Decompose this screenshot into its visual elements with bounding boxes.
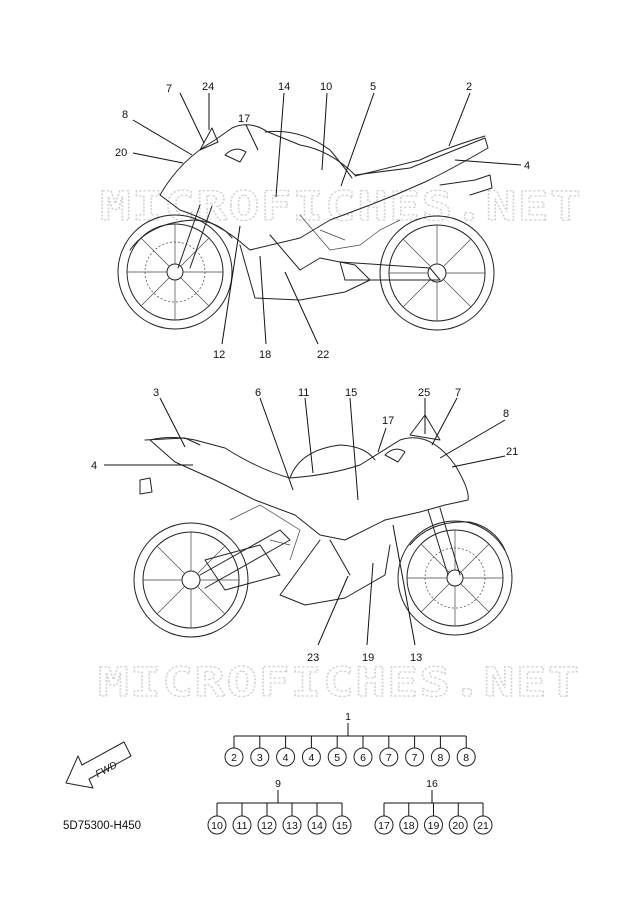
kit-9-item-number: 10: [211, 820, 223, 832]
kit-9-item-circle: [282, 815, 302, 835]
bottom-callouts: 3 4 6 11 15 17 25 7 8 21 23 19 13: [91, 387, 518, 664]
kit-1-item-number: 7: [386, 752, 392, 764]
bottom-leader-lines: [104, 397, 506, 646]
kit-1-item-number: 3: [257, 752, 263, 764]
kit-16-item-circle: [448, 815, 468, 835]
kit-9-label: 9: [275, 778, 281, 790]
kit-9-item-number: 11: [237, 820, 248, 832]
callout-21-bottom: 21: [506, 446, 518, 458]
callout-15-bottom: 15: [345, 387, 357, 399]
callout-22-top: 22: [317, 349, 329, 361]
callout-4-top: 4: [524, 160, 530, 172]
kit-1-item-number: 8: [463, 752, 469, 764]
callout-3-bottom: 3: [153, 387, 159, 399]
callout-13-bottom: 13: [410, 652, 422, 664]
callout-6-bottom: 6: [255, 387, 261, 399]
kit-9-item-circle: [232, 815, 252, 835]
kit-16-item-circle: [473, 815, 493, 835]
callout-18-top: 18: [259, 349, 271, 361]
kit-16-item-circle: [424, 815, 443, 835]
kit-1-item-number: 4: [308, 752, 314, 764]
kit-9-item-number: 13: [286, 820, 298, 832]
kit-1-item-circle: [405, 747, 425, 767]
callout-25-bottom: 25: [418, 387, 430, 399]
callout-10-top: 10: [320, 81, 332, 93]
kit-16-item-circle: [399, 815, 419, 835]
kit-1-item-circle: [430, 747, 450, 767]
kit-1-item-circle: [327, 747, 347, 767]
kit-9-item-circle: [307, 815, 327, 835]
kit-16-item-circle: [374, 815, 394, 835]
callout-7-bottom: 7: [455, 387, 461, 399]
callout-5-top: 5: [370, 81, 376, 93]
part-code: 5D75300-H450: [63, 820, 141, 832]
kit-9-item-number: 14: [311, 820, 323, 832]
kit-16-item-number: 17: [378, 820, 390, 832]
watermark-top: MICROFICHES.NET: [100, 184, 582, 230]
kit-1-item-circle: [250, 747, 270, 767]
kit-1-item-circle: [276, 747, 296, 767]
kit-1-item-number: 8: [437, 752, 443, 764]
kit-9-item-number: 15: [336, 820, 348, 832]
callout-8-top: 8: [122, 109, 128, 121]
callout-19-bottom: 19: [362, 652, 374, 664]
callout-4-bottom: 4: [91, 460, 97, 472]
kit-1-item-circle: [456, 747, 476, 767]
top-leader-lines: [132, 92, 522, 345]
callout-7-top: 7: [166, 83, 172, 95]
kit-9-item-circle: [257, 815, 277, 835]
kit-16-item-number: 18: [403, 820, 415, 832]
callout-12-top: 12: [213, 349, 225, 361]
motorcycle-right-side-view: [133, 414, 513, 638]
kit-1-item-number: 7: [412, 752, 418, 764]
callout-23-bottom: 23: [307, 652, 319, 664]
kit-1-label: 1: [345, 711, 351, 723]
kit-16-item-number: 20: [452, 820, 464, 832]
watermark-bottom: MICROFICHES.NET: [98, 660, 580, 706]
kit-1-item-number: 4: [283, 752, 289, 764]
kit-16-item-number: 21: [477, 820, 489, 832]
callout-14-top: 14: [278, 81, 290, 93]
callout-17-top: 17: [238, 113, 250, 125]
kit-1-item-circle: [301, 747, 321, 767]
callout-24-top: 24: [202, 81, 214, 93]
kit-1-item-number: 5: [334, 752, 340, 764]
top-callouts: 7 24 8 20 17 14 10 5 2 4 12 18 22: [115, 81, 530, 361]
kit-1-item-circle: [353, 747, 373, 767]
callout-17-bottom: 17: [382, 415, 394, 427]
fwd-label: FWD: [94, 760, 119, 780]
callout-2-top: 2: [466, 81, 472, 93]
kit-9-item-circle: [332, 815, 352, 835]
kit-16-label: 16: [426, 778, 438, 790]
callout-8-bottom: 8: [503, 408, 509, 420]
kit-1-item-circle: [379, 747, 399, 767]
kit-9-item-number: 12: [261, 820, 273, 832]
kit-9-item-circle: [207, 815, 227, 835]
callout-11-bottom: 11: [298, 387, 309, 399]
kit-1-item-number: 2: [231, 752, 237, 764]
kit-1-item-circle: [224, 747, 244, 767]
fwd-arrow-icon: FWD: [65, 741, 132, 789]
kit-16-item-number: 19: [428, 820, 440, 832]
kit-breakdown-trees: 1 2 3 4 4 5 6 7 7 8 8 9 10 11 12 13 14 15 16 17 18 19 20 2…: [207, 711, 493, 835]
callout-20-top: 20: [115, 147, 127, 159]
kit-1-item-number: 6: [360, 752, 366, 764]
